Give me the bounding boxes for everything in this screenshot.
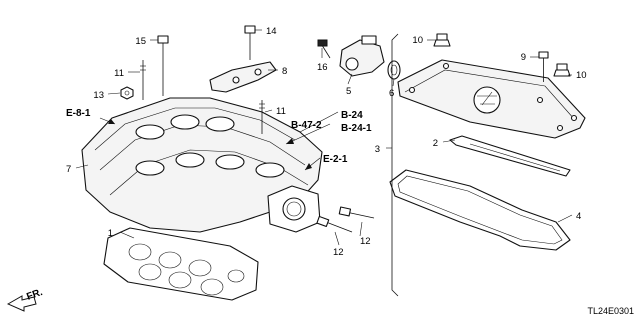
callout-15: 15 <box>135 36 146 47</box>
stud-11a <box>140 60 146 100</box>
callout-10b: 10 <box>576 70 587 81</box>
ref-b-24: B-24 <box>341 110 363 121</box>
reference-arrows <box>99 111 339 171</box>
intake-manifold-7 <box>81 61 323 233</box>
actuator-5 <box>339 35 385 77</box>
gasket-2 <box>449 135 571 177</box>
front-label: FR. <box>25 287 44 303</box>
sensor-12a <box>316 215 353 233</box>
front-arrow-icon <box>6 295 37 312</box>
diagram-code: TL24E0301 <box>587 306 634 316</box>
callout-11a: 11 <box>114 68 124 79</box>
callout-2: 2 <box>433 138 438 149</box>
intake-cover <box>397 59 586 139</box>
callout-5: 5 <box>346 86 351 97</box>
gasket-1 <box>103 227 259 301</box>
sensor-12b <box>338 206 375 219</box>
bolt-16 <box>317 39 331 59</box>
ref-b-24-1: B-24-1 <box>341 123 372 134</box>
cap-nut-10a <box>433 33 451 47</box>
callout-8: 8 <box>282 66 287 77</box>
callout-14: 14 <box>266 26 277 37</box>
callout-12b: 12 <box>360 236 371 247</box>
stud-11b <box>259 100 265 134</box>
callout-7: 7 <box>66 164 71 175</box>
gasket-4 <box>389 169 571 251</box>
callout-12a: 12 <box>333 247 344 258</box>
callout-13: 13 <box>93 90 104 101</box>
leader-lines <box>75 29 573 246</box>
callout-11b: 11 <box>276 106 286 117</box>
ref-e-8-1: E-8-1 <box>66 108 91 119</box>
callout-10a: 10 <box>412 35 423 46</box>
callout-4: 4 <box>576 211 581 222</box>
callout-16: 16 <box>317 62 328 73</box>
nut-13 <box>120 86 134 100</box>
o-ring-6 <box>387 60 401 80</box>
cap-nut-10b <box>553 63 571 77</box>
bolt-15 <box>157 35 169 96</box>
callout-9: 9 <box>521 52 526 63</box>
bolt-9 <box>538 51 549 82</box>
ref-e-2-1: E-2-1 <box>323 154 348 165</box>
callout-3: 3 <box>375 144 380 155</box>
callout-6: 6 <box>389 88 394 99</box>
ref-b-47-2: B-47-2 <box>291 120 322 131</box>
callout-1: 1 <box>108 228 113 239</box>
bolt-14 <box>244 25 256 60</box>
